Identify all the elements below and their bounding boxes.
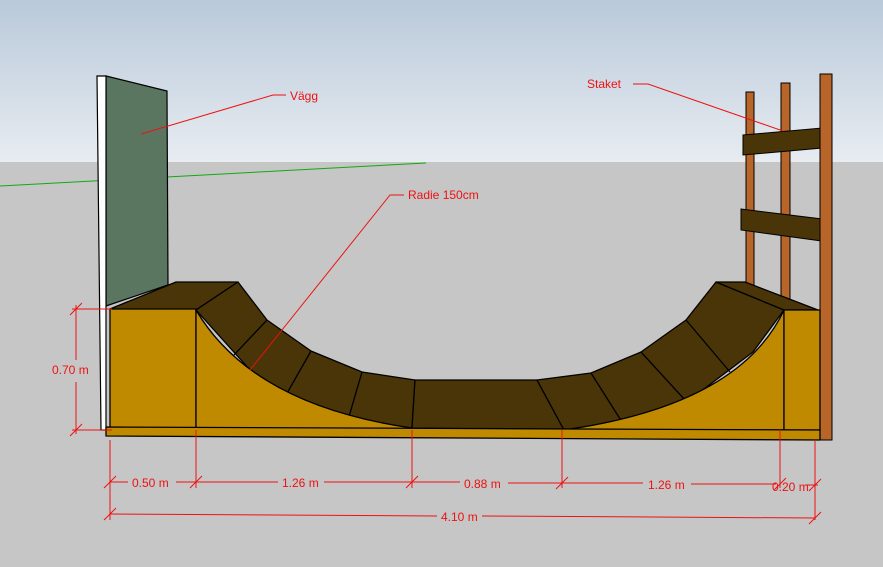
overall-b bbox=[481, 515, 816, 519]
fence-leader bbox=[633, 83, 784, 132]
left-facet-3 bbox=[347, 371, 363, 421]
radius-leader bbox=[249, 194, 404, 371]
flat-bottom-dimension: 0.88 m bbox=[464, 477, 501, 491]
tick bbox=[405, 475, 419, 489]
deck-left-dimension: 0.50 m bbox=[132, 476, 169, 490]
green-axis bbox=[0, 162, 427, 187]
fence-label: Staket bbox=[587, 77, 622, 91]
radius-label: Radie 150cm bbox=[408, 188, 479, 202]
halfpipe-ramp bbox=[105, 281, 821, 441]
tick bbox=[808, 478, 822, 492]
fence-post-front bbox=[819, 73, 833, 441]
wall-label: Vägg bbox=[290, 89, 318, 103]
right-facet-3 bbox=[685, 319, 731, 373]
annotation-leaders bbox=[140, 83, 784, 371]
left-facet-1 bbox=[233, 319, 268, 356]
tick bbox=[189, 475, 203, 489]
overall-a bbox=[109, 513, 438, 517]
right-facet-2 bbox=[640, 351, 686, 401]
base-plank bbox=[105, 426, 821, 441]
tick bbox=[555, 476, 569, 490]
tick bbox=[103, 475, 117, 489]
height-dimension: 0.70 m bbox=[52, 363, 89, 377]
tick bbox=[69, 302, 83, 316]
tick bbox=[103, 507, 117, 521]
fence-post-middle bbox=[780, 82, 791, 306]
tick bbox=[808, 511, 822, 525]
tick bbox=[773, 477, 787, 491]
deck-right-dimension: 0.20 m bbox=[772, 480, 809, 494]
fence-post-back bbox=[745, 91, 755, 293]
total-dimension: 4.10 m bbox=[441, 510, 478, 524]
left-deck-side bbox=[109, 308, 197, 431]
transition-right-dimension: 1.26 m bbox=[648, 478, 685, 492]
wall-leader bbox=[140, 94, 286, 135]
wall-face bbox=[105, 75, 169, 307]
right-deck-side bbox=[783, 309, 821, 431]
tick bbox=[69, 423, 83, 437]
transition-left-dimension: 1.26 m bbox=[282, 476, 319, 490]
left-facet-2 bbox=[285, 350, 312, 396]
right-facet-1 bbox=[590, 372, 623, 423]
dimension-lines bbox=[69, 302, 822, 525]
